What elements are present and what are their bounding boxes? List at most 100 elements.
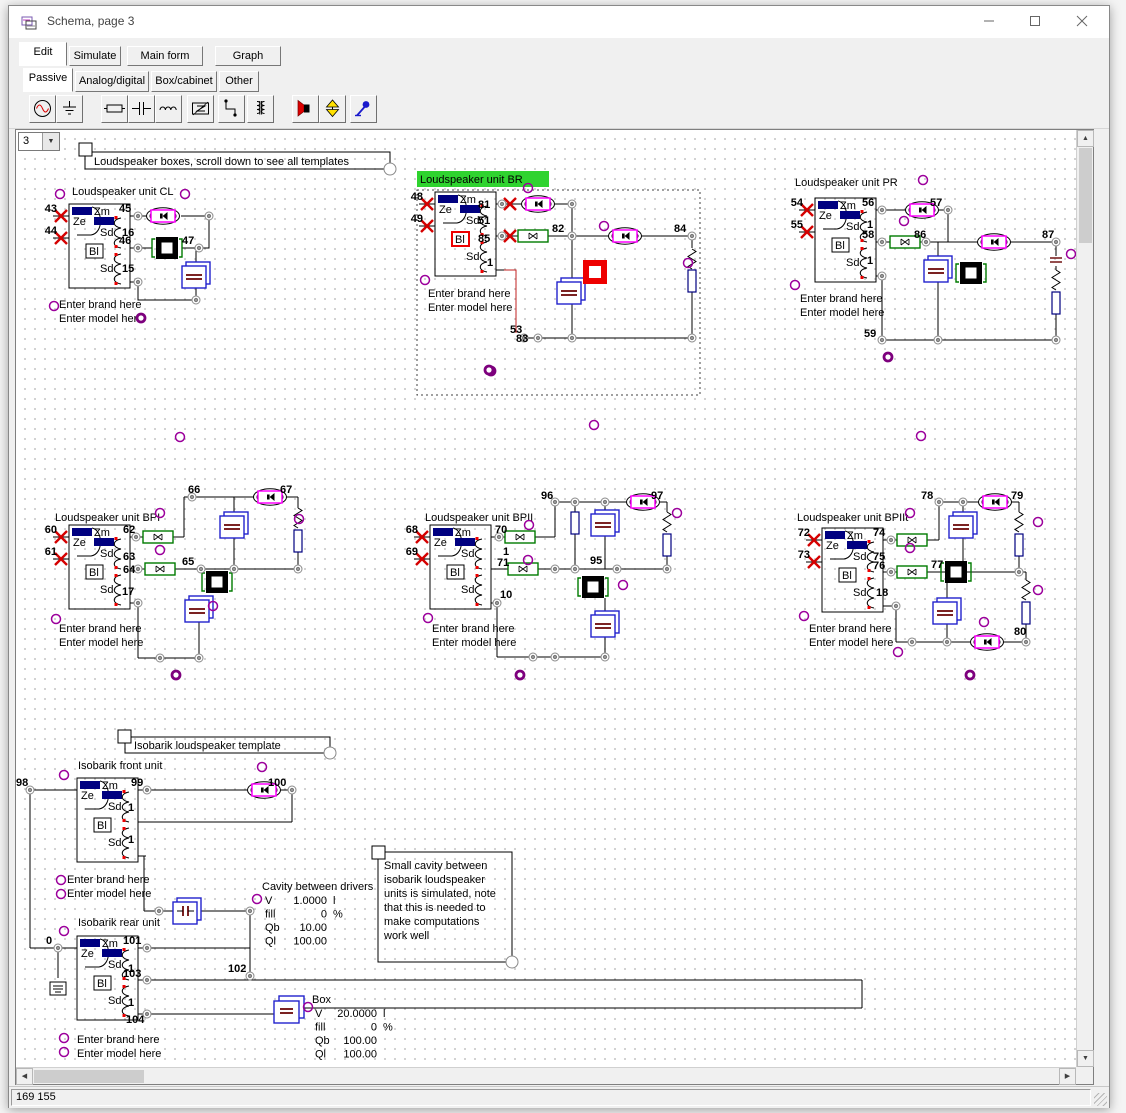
wire-node[interactable]	[142, 785, 152, 795]
scroll-down-icon[interactable]: ▼	[1077, 1050, 1094, 1067]
disconnected-x-icon[interactable]	[54, 231, 68, 245]
purple-node-icon[interactable]	[54, 188, 66, 200]
wire-node[interactable]	[1014, 567, 1024, 577]
wire-node[interactable]	[934, 497, 944, 507]
driver-speaker-symbol[interactable]	[905, 201, 939, 219]
impedance-icon[interactable]	[187, 95, 214, 123]
purple-terminal-icon[interactable]	[882, 351, 894, 363]
wire-node[interactable]	[600, 497, 610, 507]
wire-node[interactable]	[497, 199, 507, 209]
wire-node[interactable]	[293, 564, 303, 574]
resistor-symbol[interactable]	[1051, 291, 1061, 315]
wire-node[interactable]	[519, 333, 529, 343]
wire-node[interactable]	[550, 652, 560, 662]
wire-node[interactable]	[942, 637, 952, 647]
purple-node-icon[interactable]	[302, 1001, 314, 1013]
purple-node-icon[interactable]	[207, 600, 219, 612]
driver-speaker-symbol[interactable]	[247, 781, 281, 799]
wire-node[interactable]	[877, 271, 887, 281]
wire-node[interactable]	[142, 943, 152, 953]
box-volume-symbol[interactable]	[181, 261, 211, 289]
purple-node-icon[interactable]	[917, 174, 929, 186]
wire-node[interactable]	[1021, 637, 1031, 647]
disconnected-x-icon[interactable]	[415, 552, 429, 566]
wire-node[interactable]	[528, 652, 538, 662]
purple-node-icon[interactable]	[978, 616, 990, 628]
cavity-symbol[interactable]	[172, 897, 202, 925]
probe-icon[interactable]	[350, 95, 377, 123]
purple-node-icon[interactable]	[55, 874, 67, 886]
scroll-left-icon[interactable]: ◀	[16, 1068, 33, 1085]
wire-node[interactable]	[133, 598, 143, 608]
disconnected-x-icon[interactable]	[54, 209, 68, 223]
menu-tab-edit[interactable]: Edit	[19, 42, 67, 66]
annotation-callout[interactable]: Isobarik loudspeaker template	[117, 729, 337, 760]
disconnected-x-icon[interactable]	[54, 530, 68, 544]
inductor-symbol[interactable]	[662, 511, 672, 533]
scroll-up-icon[interactable]: ▲	[1077, 130, 1094, 147]
box-volume-symbol[interactable]	[590, 610, 620, 638]
box-volume-symbol[interactable]	[932, 597, 962, 625]
box-volume-symbol[interactable]	[219, 511, 249, 539]
wire-node[interactable]	[492, 598, 502, 608]
wire-node[interactable]	[25, 785, 35, 795]
wire-node[interactable]	[933, 335, 943, 345]
impedance-symbol[interactable]	[507, 562, 539, 576]
unit-bpiit[interactable]: Loudspeaker unit BPIItZeZmSdBlSd72737475…	[797, 490, 1031, 651]
horizontal-scrollbar[interactable]: ◀ ▶	[16, 1067, 1076, 1085]
purple-node-icon[interactable]	[522, 182, 534, 194]
wire-node[interactable]	[131, 532, 141, 542]
inductor-symbol[interactable]	[293, 507, 303, 529]
purple-node-icon[interactable]	[58, 1032, 70, 1044]
purple-node-icon[interactable]	[293, 513, 305, 525]
purple-node-icon[interactable]	[58, 1046, 70, 1058]
wire-node[interactable]	[886, 535, 896, 545]
resistor-symbol[interactable]	[1014, 533, 1024, 557]
resistor-symbol[interactable]	[662, 533, 672, 557]
purple-node-icon[interactable]	[523, 519, 535, 531]
impedance-symbol[interactable]	[517, 229, 549, 243]
box-volume-symbol[interactable]	[948, 511, 978, 539]
wire-node[interactable]	[943, 205, 953, 215]
purple-node-icon[interactable]	[256, 761, 268, 773]
tab-passive[interactable]: Passive	[23, 68, 73, 92]
close-button[interactable]	[1059, 6, 1105, 36]
tab-analog-digital[interactable]: Analog/digital	[75, 71, 149, 92]
purple-node-icon[interactable]	[682, 257, 694, 269]
wire-node[interactable]	[886, 567, 896, 577]
port-symbol[interactable]	[201, 571, 233, 593]
wire[interactable]	[203, 216, 210, 249]
unit-br[interactable]: Loudspeaker unit BRZeZmSdBlSd48498151185…	[411, 171, 701, 396]
wire-node[interactable]	[958, 497, 968, 507]
purple-node-icon[interactable]	[50, 613, 62, 625]
inductor-symbol[interactable]	[1051, 269, 1061, 291]
handle-circle[interactable]	[323, 746, 337, 760]
box-volume-symbol[interactable]	[590, 509, 620, 537]
wire-node[interactable]	[497, 231, 507, 241]
wire-node[interactable]	[907, 637, 917, 647]
wire-node[interactable]	[550, 564, 560, 574]
inductor-icon[interactable]	[155, 95, 182, 123]
wire-node[interactable]	[142, 975, 152, 985]
purple-node-icon[interactable]	[898, 215, 910, 227]
updown-arrows-icon[interactable]	[319, 95, 346, 123]
wire-node[interactable]	[155, 653, 165, 663]
purple-node-icon[interactable]	[179, 188, 191, 200]
driver-speaker-symbol[interactable]	[521, 195, 555, 213]
wire-node[interactable]	[570, 497, 580, 507]
wire-node[interactable]	[229, 564, 239, 574]
wire-node[interactable]	[191, 295, 201, 305]
wire-node[interactable]	[533, 333, 543, 343]
purple-node-icon[interactable]	[671, 507, 683, 519]
purple-node-icon[interactable]	[58, 769, 70, 781]
purple-node-icon[interactable]	[154, 544, 166, 556]
ground-icon[interactable]	[56, 95, 83, 123]
impedance-symbol[interactable]	[504, 530, 536, 544]
purple-node-icon[interactable]	[55, 888, 67, 900]
